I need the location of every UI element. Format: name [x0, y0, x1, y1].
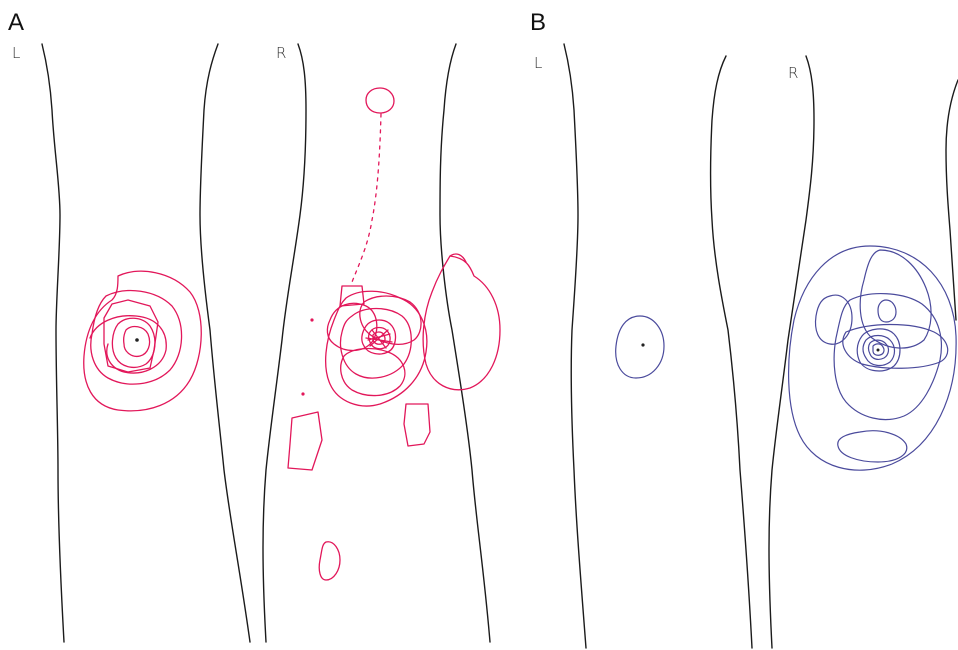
panel-b-right-leg-inner-contour [769, 56, 814, 648]
panel-a-right-top-circle [366, 88, 394, 113]
panel-b-right-bottom-ellipse [838, 431, 907, 462]
panel-a-right-leg-outer-contour [440, 44, 490, 642]
panel-a-left-inner-loop [112, 318, 155, 367]
panel-a-right-lower-right-patch [404, 404, 430, 446]
panel-a-left-box-loop [104, 300, 158, 372]
panel-b-right-center-dot [877, 349, 880, 352]
panel-a-right-calf-patch [319, 542, 340, 580]
panel-b-left-single-circle [616, 316, 664, 378]
panel-a-left-leg-outer-contour [42, 44, 64, 642]
panel-a-right-leg-inner-contour [263, 44, 306, 642]
panel-a-right-pain-area [288, 88, 500, 580]
panel-a-right-left-loop [327, 303, 376, 350]
panel-a: A L R [8, 9, 500, 642]
panel-b-left-center-dot [641, 343, 644, 346]
panel-a-right-dot-2 [301, 392, 304, 395]
panel-a-left-pain-area [84, 271, 202, 411]
panel-a-right-referral-line [352, 114, 381, 282]
panel-a-left-label: L [12, 44, 20, 62]
panel-a-right-dot-1 [310, 318, 313, 321]
panel-b-letter: B [530, 9, 546, 36]
panel-b-right-small-oval [878, 300, 896, 322]
panel-b-right-leg-outer-contour [946, 80, 958, 320]
panel-b-left-leg-outer-contour [564, 44, 586, 648]
panel-a-right-lateral-loop [423, 256, 500, 390]
panel-b-right-upper-loop [860, 250, 931, 348]
panel-b-left-pain-area [616, 316, 664, 378]
panel-a-right-label: R [276, 44, 286, 62]
panel-b-right-label: R [788, 64, 798, 82]
panel-b-right-pain-area [789, 246, 957, 470]
panel-b-right-left-oval [816, 295, 852, 344]
panel-b-left-leg-inner-contour [711, 56, 753, 648]
panel-b-left-label: L [534, 54, 542, 72]
panel-a-right-lower-left-patch [288, 412, 322, 470]
panel-a-left-leg-inner-contour [200, 44, 250, 642]
panel-a-letter: A [8, 9, 24, 36]
panel-a-left-center-dot [135, 338, 139, 342]
panel-b-right-horizontal-ellipse [843, 325, 948, 369]
panel-b: B L R [530, 9, 958, 648]
